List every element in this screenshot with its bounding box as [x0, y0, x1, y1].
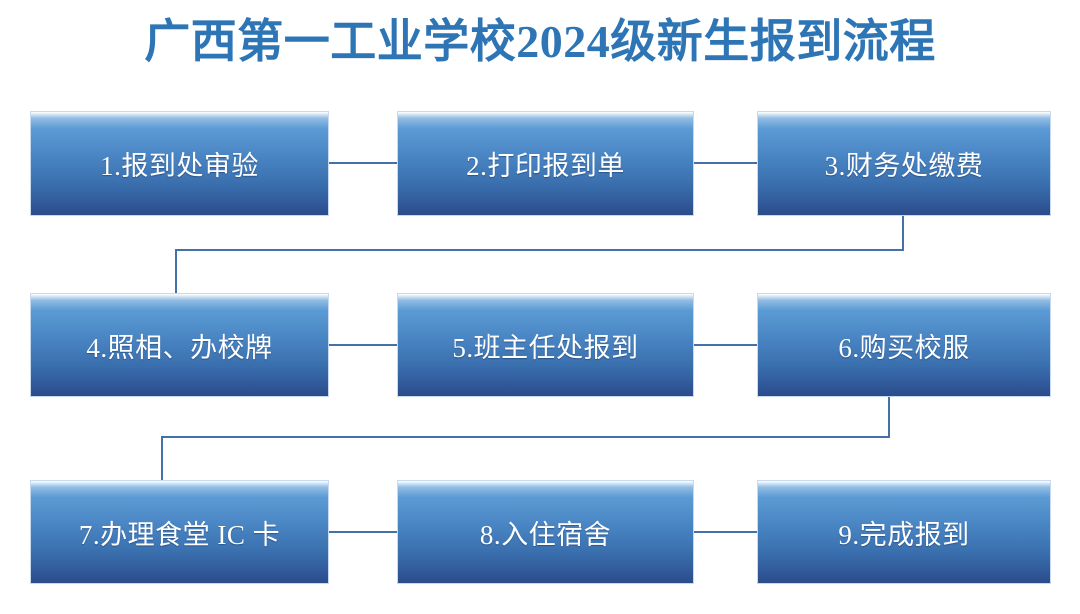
flow-node-7[interactable]: 7.办理食堂 IC 卡: [30, 480, 329, 584]
connector-6-to-7-segment-left: [161, 436, 890, 438]
connector-4-to-5: [329, 344, 398, 346]
connector-8-to-9: [694, 531, 758, 533]
connector-5-to-6: [694, 344, 758, 346]
flow-node-4[interactable]: 4.照相、办校牌: [30, 293, 329, 397]
flow-node-1[interactable]: 1.报到处审验: [30, 111, 329, 216]
connector-3-to-4-segment-into-node: [175, 249, 177, 294]
flow-node-8[interactable]: 8.入住宿舍: [397, 480, 694, 584]
connector-3-to-4-segment-down: [902, 216, 904, 251]
connector-1-to-2: [329, 162, 398, 164]
connector-2-to-3: [694, 162, 758, 164]
flow-node-9[interactable]: 9.完成报到: [757, 480, 1051, 584]
flow-node-2-label: 2.打印报到单: [466, 151, 625, 181]
connector-6-to-7-segment-into-node: [161, 436, 163, 482]
flow-node-3-label: 3.财务处缴费: [824, 151, 984, 181]
connector-3-to-4-segment-left: [175, 249, 904, 251]
flow-node-8-label: 8.入住宿舍: [479, 519, 612, 550]
flow-node-6[interactable]: 6.购买校服: [757, 293, 1051, 397]
flow-node-1-label: 1.报到处审验: [100, 151, 259, 181]
connector-6-to-7-segment-down: [888, 397, 890, 437]
flow-node-4-label: 4.照相、办校牌: [86, 332, 273, 363]
flow-node-6-label: 6.购买校服: [838, 332, 970, 363]
flow-node-2[interactable]: 2.打印报到单: [397, 111, 694, 216]
flow-node-5-label: 5.班主任处报到: [452, 332, 639, 363]
flow-node-3[interactable]: 3.财务处缴费: [757, 111, 1051, 216]
page-title: 广西第一工业学校2024级新生报到流程: [144, 16, 936, 67]
flow-node-7-label: 7.办理食堂 IC 卡: [78, 519, 281, 550]
flow-node-9-label: 9.完成报到: [838, 519, 970, 550]
flow-node-5[interactable]: 5.班主任处报到: [397, 293, 694, 397]
connector-7-to-8: [329, 531, 398, 533]
